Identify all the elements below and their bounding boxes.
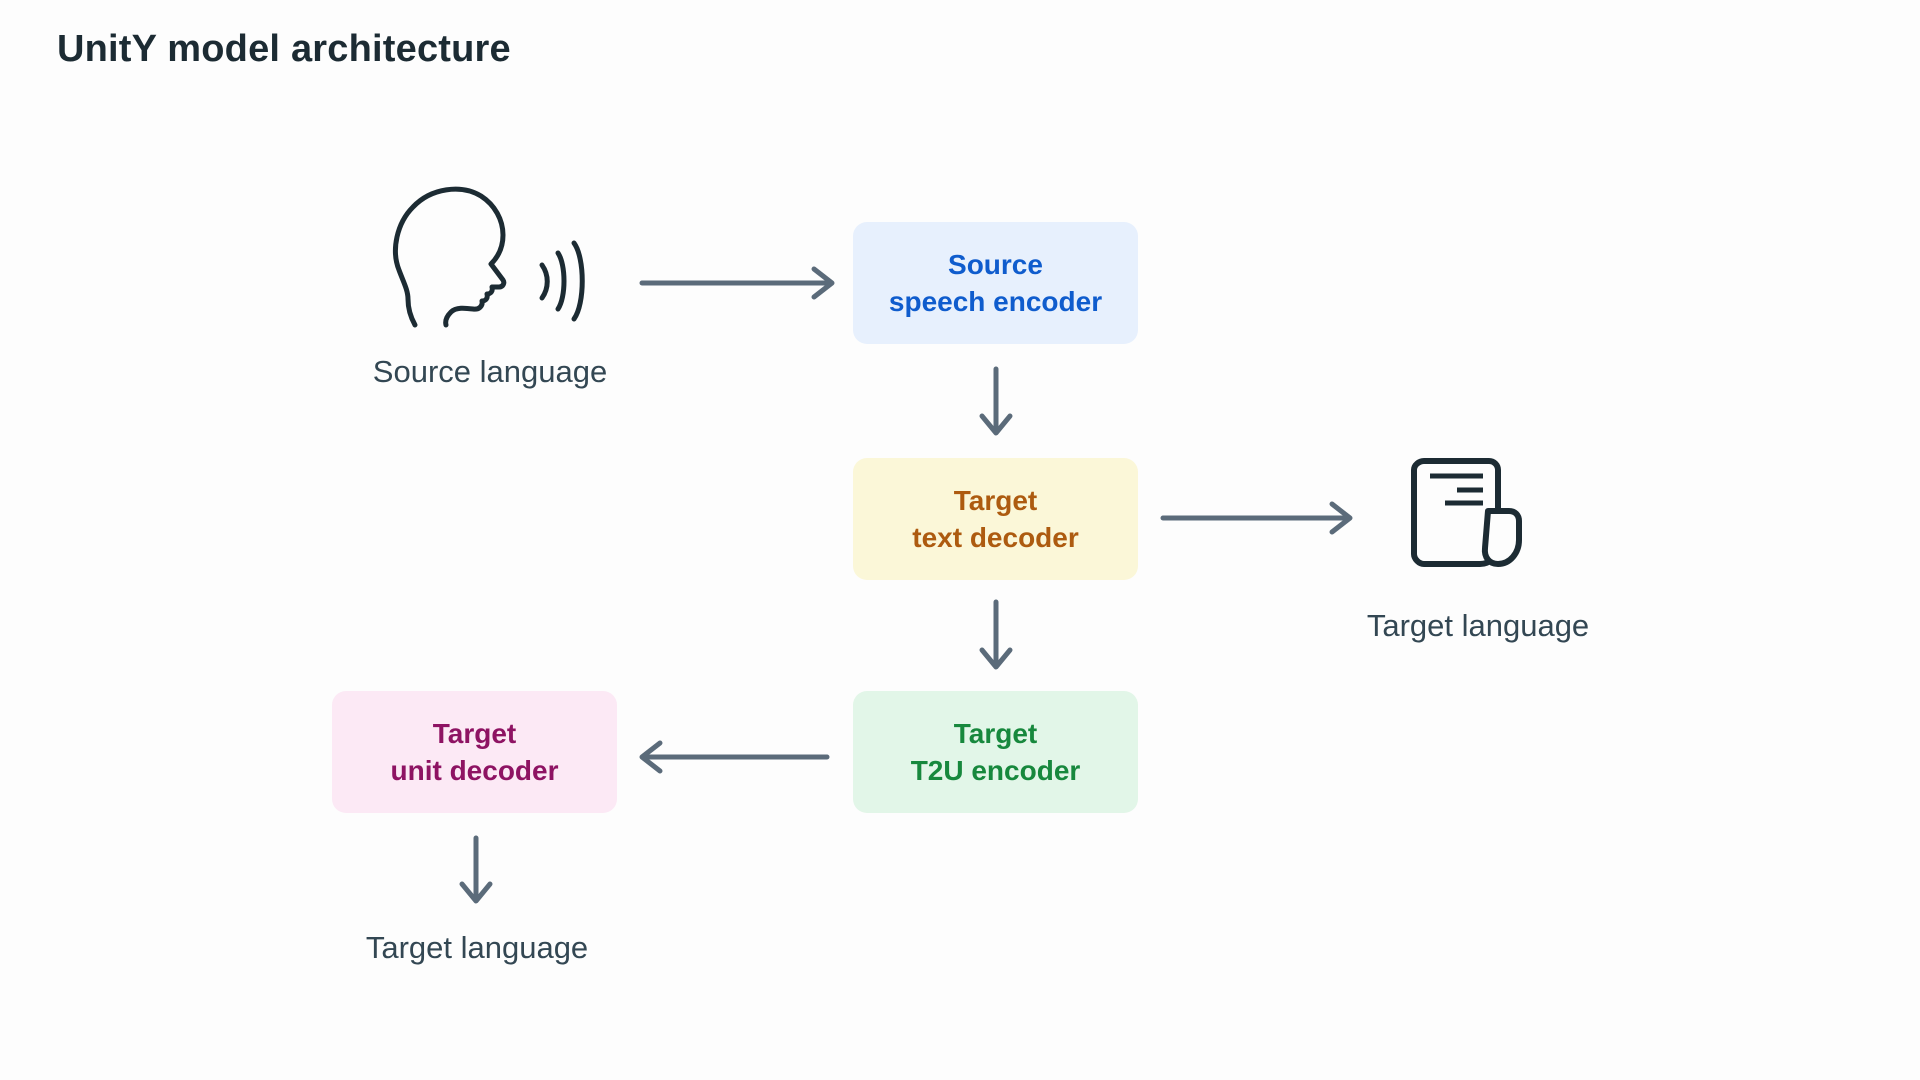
arrow-t2u-encoder-to-unit-decoder — [639, 740, 830, 774]
node-label-line: T2U encoder — [910, 755, 1081, 786]
sound-wave-medium — [555, 250, 567, 312]
node-target-text-decoder: Target text decoder — [853, 458, 1138, 580]
node-label-line: Target — [432, 718, 517, 749]
speaking-head-icon — [393, 186, 585, 328]
node-label-line: Source — [948, 249, 1043, 280]
node-target-unit-decoder: Target unit decoder — [332, 691, 617, 813]
node-target-t2u-encoder: Target T2U encoder — [853, 691, 1138, 813]
target-language-text-label: Target language — [1366, 608, 1590, 643]
node-label-line: unit decoder — [390, 755, 559, 786]
sound-wave-small — [539, 262, 550, 301]
node-label-line: Target — [953, 718, 1038, 749]
node-label-line: Target — [953, 485, 1038, 516]
arrow-text-decoder-to-t2u-encoder — [979, 599, 1013, 670]
sound-wave-large — [571, 240, 585, 322]
node-label-line: speech encoder — [888, 286, 1103, 317]
target-language-speech-label: Target language — [365, 930, 589, 965]
node-label-line: text decoder — [912, 522, 1079, 553]
page-title: UnitY model architecture — [57, 28, 511, 70]
arrow-text-decoder-to-target-language — [1160, 501, 1353, 535]
node-source-speech-encoder: Source speech encoder — [853, 222, 1138, 344]
arrow-speech-encoder-to-text-decoder — [979, 366, 1013, 436]
document-curl — [1481, 508, 1522, 567]
document-icon — [1411, 458, 1522, 567]
source-language-label: Source language — [372, 354, 608, 389]
arrow-unit-decoder-to-target-language — [459, 835, 493, 904]
arrow-source-language-to-speech-encoder — [639, 266, 835, 300]
